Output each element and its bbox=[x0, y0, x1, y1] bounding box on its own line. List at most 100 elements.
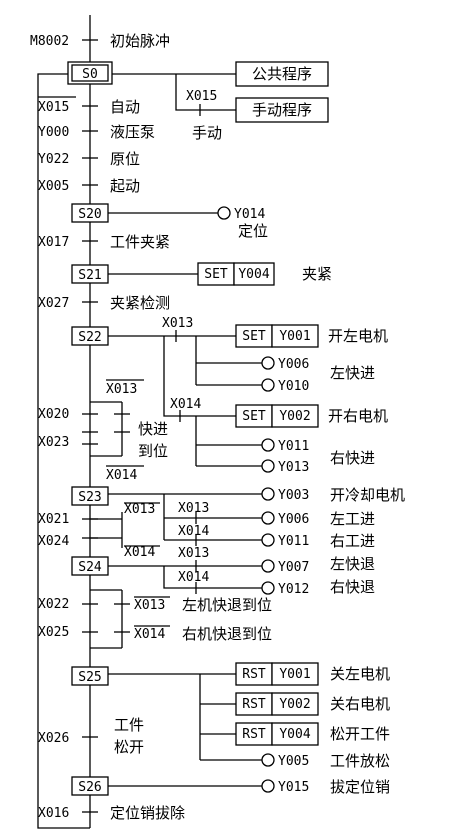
output-address: Y012 bbox=[278, 582, 309, 597]
instruction: RST bbox=[242, 727, 266, 742]
step-label: S23 bbox=[78, 490, 101, 505]
contact-label: X013 bbox=[106, 382, 137, 397]
output-coil bbox=[261, 559, 275, 573]
step-box-inner bbox=[71, 64, 109, 82]
contact-label: X013 bbox=[162, 316, 193, 331]
action-label: 右工进 bbox=[330, 532, 375, 550]
output-address: Y003 bbox=[278, 488, 309, 503]
transition-code: Y022 bbox=[38, 152, 69, 167]
output-address: Y011 bbox=[278, 439, 309, 454]
instruction: SET bbox=[242, 409, 266, 424]
output-coil bbox=[261, 459, 275, 473]
action-label: 开左电机 bbox=[328, 327, 388, 345]
transition-code: X023 bbox=[38, 435, 69, 450]
transition-label: 松开 bbox=[114, 738, 144, 756]
transition-code: Y000 bbox=[38, 125, 69, 140]
action-label: 左快进 bbox=[330, 364, 375, 382]
action-label: 关右电机 bbox=[330, 695, 390, 713]
operand: Y002 bbox=[279, 697, 310, 712]
transition-code: X005 bbox=[38, 179, 69, 194]
output-label: 定位 bbox=[238, 222, 268, 240]
output-address: Y010 bbox=[278, 379, 309, 394]
transition-code: X020 bbox=[38, 407, 69, 422]
output-coil bbox=[261, 378, 275, 392]
transition-label: 定位销拔除 bbox=[110, 804, 185, 822]
operand-box bbox=[271, 404, 319, 428]
action-label: 开冷却电机 bbox=[330, 486, 405, 504]
step-label: S20 bbox=[78, 207, 101, 222]
action-label: 左工进 bbox=[330, 510, 375, 528]
action-label: 松开工件 bbox=[330, 725, 390, 743]
action-label: 夹紧 bbox=[302, 265, 332, 283]
transition-label: 工件 bbox=[114, 716, 144, 734]
contact-label: X014 bbox=[178, 570, 209, 585]
transition-code: X021 bbox=[38, 512, 69, 527]
output-address: Y011 bbox=[278, 534, 309, 549]
branch-contact: X015 bbox=[186, 89, 217, 104]
output-address: Y015 bbox=[278, 780, 309, 795]
operand: Y002 bbox=[279, 409, 310, 424]
transition-code: X017 bbox=[38, 235, 69, 250]
output-coil bbox=[261, 779, 275, 793]
output-address: Y013 bbox=[278, 460, 309, 475]
operand-box bbox=[271, 722, 319, 746]
transition-code: X027 bbox=[38, 296, 69, 311]
output-address: Y014 bbox=[234, 207, 265, 222]
step-label: S26 bbox=[78, 780, 101, 795]
public-program-label: 公共程序 bbox=[252, 65, 312, 83]
operand: Y004 bbox=[238, 267, 269, 282]
contact-label: X014 bbox=[134, 627, 165, 642]
action-label: 拔定位销 bbox=[330, 778, 390, 796]
output-coil bbox=[217, 206, 231, 220]
action-label: 左快退 bbox=[330, 555, 375, 573]
action-label: 工件放松 bbox=[330, 752, 390, 770]
transition-label: 到位 bbox=[138, 442, 168, 460]
output-coil bbox=[261, 581, 275, 595]
output-coil bbox=[261, 753, 275, 767]
operand-box bbox=[233, 262, 275, 286]
transition-code: X016 bbox=[38, 806, 69, 821]
output-coil bbox=[261, 511, 275, 525]
transition-code: X025 bbox=[38, 625, 69, 640]
instruction: RST bbox=[242, 667, 266, 682]
action-label: 关左电机 bbox=[330, 665, 390, 683]
transition-label: 右机快退到位 bbox=[182, 625, 272, 643]
operand: Y001 bbox=[279, 329, 310, 344]
output-address: Y007 bbox=[278, 560, 309, 575]
transition-label: 液压泵 bbox=[110, 123, 155, 141]
contact-label: X013 bbox=[178, 501, 209, 516]
contact-label: X013 bbox=[178, 546, 209, 561]
operand-box bbox=[271, 692, 319, 716]
step-label: S21 bbox=[78, 268, 101, 283]
output-address: Y006 bbox=[278, 357, 309, 372]
operand: Y004 bbox=[279, 727, 310, 742]
manual-program-label: 手动程序 bbox=[252, 101, 312, 119]
action-label: 右快退 bbox=[330, 578, 375, 596]
public-program-box bbox=[235, 61, 329, 87]
output-coil bbox=[261, 356, 275, 370]
branch-line bbox=[163, 336, 236, 417]
output-coil bbox=[261, 533, 275, 547]
manual-label: 手动 bbox=[192, 124, 222, 142]
transition-label: 自动 bbox=[110, 98, 140, 116]
contact-label: X014 bbox=[170, 397, 201, 412]
output-coil bbox=[261, 438, 275, 452]
transition-label: 夹紧检测 bbox=[110, 294, 170, 312]
instruction: SET bbox=[204, 267, 228, 282]
transition-label: 起动 bbox=[110, 177, 140, 195]
contact-label: X014 bbox=[178, 524, 209, 539]
action-label: 开右电机 bbox=[328, 407, 388, 425]
operand-box bbox=[271, 662, 319, 686]
operand-box bbox=[271, 324, 319, 348]
transition-label: 工件夹紧 bbox=[110, 233, 170, 251]
transition-code: X022 bbox=[38, 597, 69, 612]
step-label: S0 bbox=[82, 67, 98, 82]
contact-label: X013 bbox=[124, 502, 155, 517]
branch-line bbox=[163, 566, 262, 589]
transition-code: X015 bbox=[38, 100, 69, 115]
return-loop bbox=[37, 73, 90, 829]
branch-line bbox=[175, 74, 236, 111]
manual-program-box bbox=[235, 97, 329, 123]
output-address: Y005 bbox=[278, 754, 309, 769]
